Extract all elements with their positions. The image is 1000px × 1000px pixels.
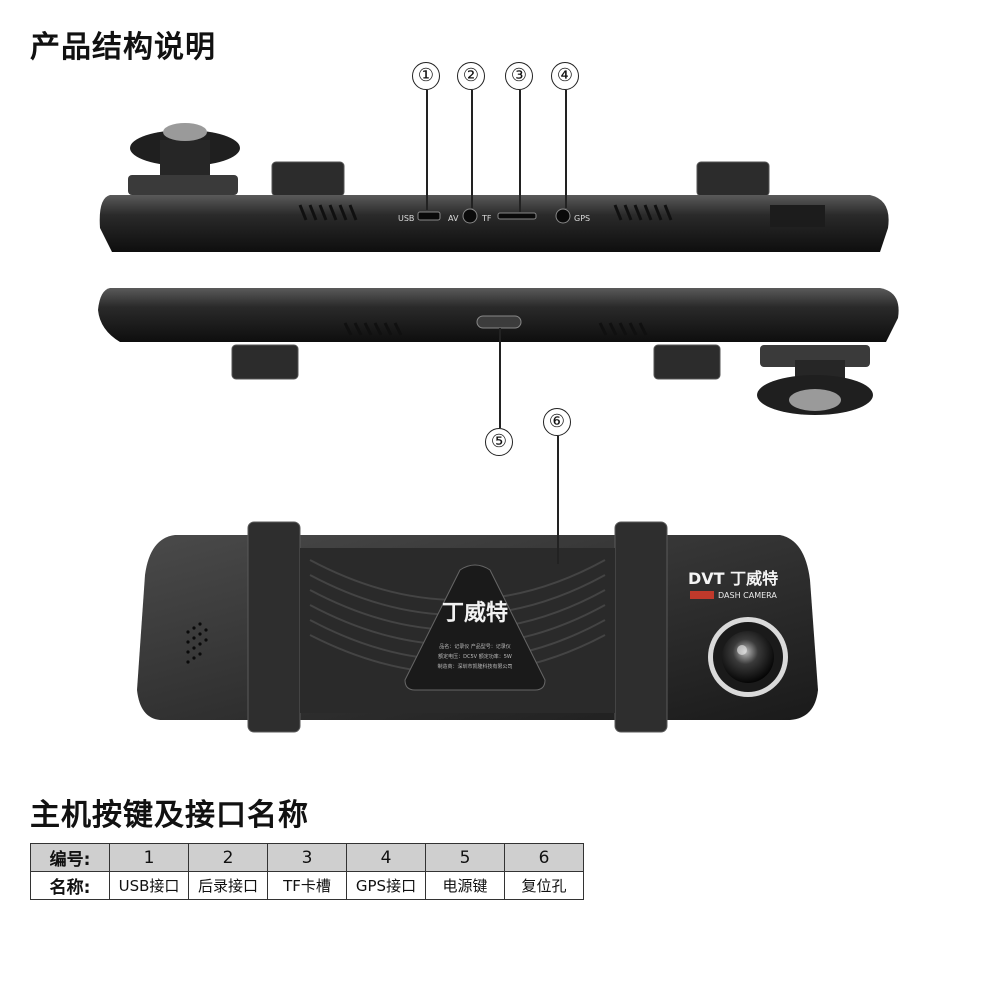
table-cell-name: GPS接口: [346, 871, 426, 900]
table-cell-number: 6: [504, 843, 584, 872]
leader-2: [471, 90, 473, 208]
structure-title: 产品结构说明: [30, 30, 216, 65]
table-cell-number: 2: [188, 843, 268, 872]
device-top-view: USB AV TF GPS: [99, 123, 889, 252]
callout-1: ①: [412, 62, 440, 90]
table-cell-name: 电源键: [425, 871, 505, 900]
header-name: 名称:: [30, 871, 110, 900]
callout-4: ④: [551, 62, 579, 90]
table-cell-name: 后录接口: [188, 871, 268, 900]
callout-2: ②: [457, 62, 485, 90]
callout-5: ⑤: [485, 428, 513, 456]
table-cell-name: 复位孔: [504, 871, 584, 900]
device-bottom-view: [98, 288, 899, 415]
tf-port-label: TF: [481, 214, 492, 223]
leader-5: [499, 328, 501, 428]
port-table: 编号: 1 2 3 4 5 6 名称: USB接口 后录接口 TF卡槽 GPS接…: [30, 843, 584, 900]
callout-3: ③: [505, 62, 533, 90]
label-line-3: 制造商：深圳市凯隆科技有限公司: [437, 663, 512, 670]
table-cell-number: 3: [267, 843, 347, 872]
table-row-names: 名称: USB接口 后录接口 TF卡槽 GPS接口 电源键 复位孔: [30, 871, 584, 900]
header-number: 编号:: [30, 843, 110, 872]
table-cell-number: 4: [346, 843, 426, 872]
table-row-numbers: 编号: 1 2 3 4 5 6: [30, 843, 584, 872]
leader-3: [519, 90, 521, 212]
back-logo: 丁威特: [442, 600, 508, 626]
table-cell-name: USB接口: [109, 871, 189, 900]
table-cell-number: 5: [425, 843, 505, 872]
leader-4: [565, 90, 567, 208]
usb-port-label: USB: [398, 214, 414, 223]
av-port-label: AV: [448, 214, 459, 223]
gps-port-label: GPS: [574, 214, 590, 223]
callout-6: ⑥: [543, 408, 571, 436]
label-line-2: 额定电压：DC5V 额定功率：5W: [438, 653, 512, 660]
buttons-title: 主机按键及接口名称: [30, 798, 309, 833]
brand-subtitle: DASH CAMERA: [718, 591, 777, 600]
table-cell-name: TF卡槽: [267, 871, 347, 900]
leader-1: [426, 90, 428, 210]
device-illustration: USB AV TF GPS: [98, 123, 899, 733]
label-line-1: 品名：记录仪 产品型号：记录仪: [439, 643, 511, 650]
table-cell-number: 1: [109, 843, 189, 872]
leader-6: [557, 436, 559, 564]
brand-logo: DVT 丁威特: [688, 569, 778, 588]
device-back-view: 丁威特 品名：记录仪 产品型号：记录仪 额定电压：DC5V 额定功率：5W 制造…: [137, 521, 818, 733]
